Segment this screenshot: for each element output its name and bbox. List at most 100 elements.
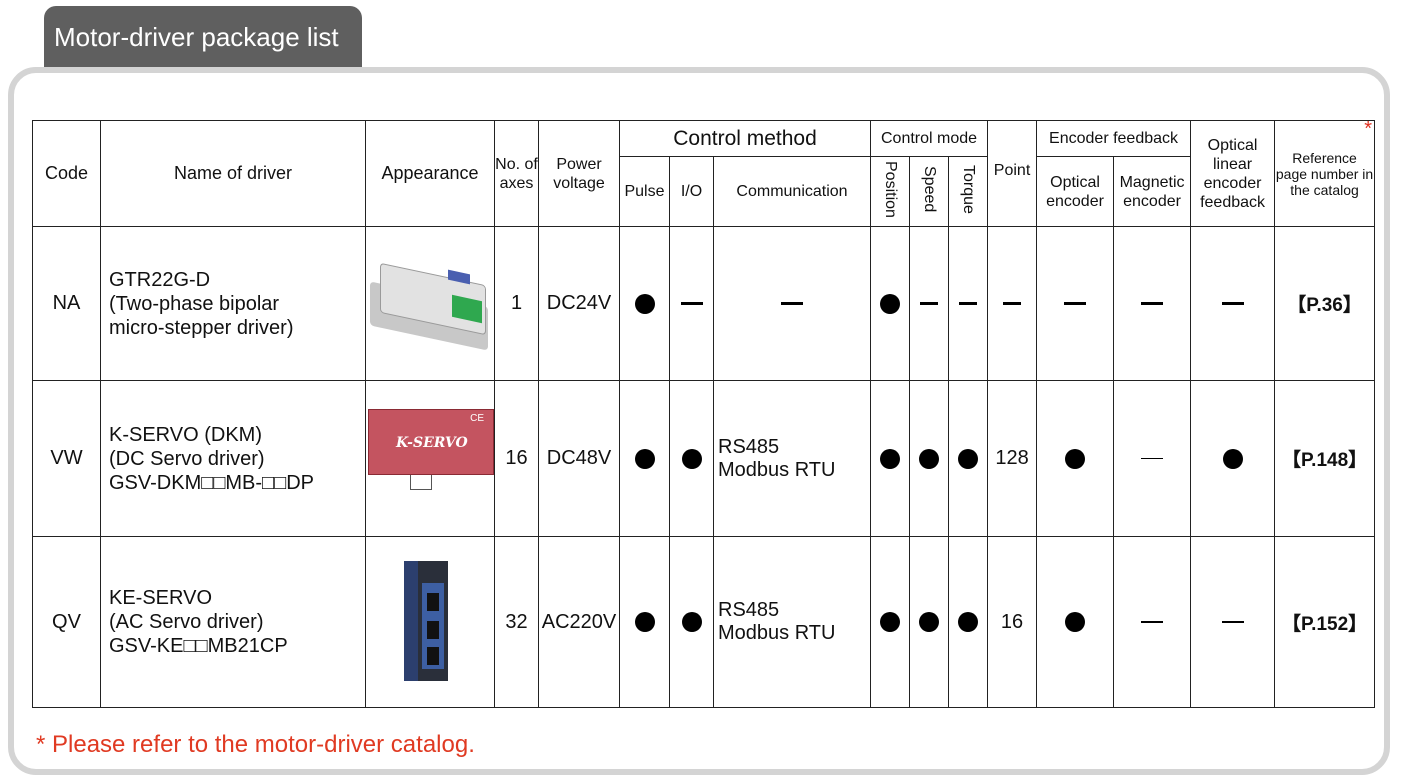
dash-icon (959, 302, 978, 306)
ce-mark-icon: CE (470, 412, 484, 424)
optical-linear-cell (1190, 536, 1276, 708)
header-magnetic-encoder: Magnetic encoder (1113, 156, 1192, 227)
header-control-mode: Control mode (870, 120, 989, 157)
section-title: Motor-driver package list (54, 22, 339, 52)
row-code: NA (32, 226, 101, 381)
reference-asterisk: * (1364, 118, 1373, 140)
dash-icon (920, 302, 939, 306)
optical-encoder-cell (1036, 226, 1115, 381)
header-row-2: Pulse I/O Communication Position Speed T… (33, 156, 1375, 227)
dash-icon (1221, 302, 1244, 306)
magnetic-encoder-cell (1113, 536, 1192, 708)
header-appearance: Appearance (365, 120, 495, 227)
io-cell (669, 536, 714, 708)
dash-icon (781, 302, 803, 306)
dc-servo-driver-image: CE K-SERVO (366, 407, 494, 511)
header-name: Name of driver (100, 120, 366, 227)
header-speed-cell: Speed (909, 156, 950, 227)
row-name-line: (DC Servo driver) (109, 447, 265, 470)
filled-dot-icon (1065, 448, 1086, 469)
table-row: VW K-SERVO (DKM) (DC Servo driver) GSV-D… (32, 380, 1376, 537)
header-row-1: Code Name of driver Appearance No. of ax… (32, 119, 1376, 227)
communication-line: RS485 (718, 599, 780, 621)
footnote: * Please refer to the motor-driver catal… (36, 731, 475, 758)
k-servo-logo: K-SERVO (396, 434, 468, 451)
row-reference: 【P.152】 (1274, 536, 1376, 708)
position-cell (870, 380, 911, 537)
filled-dot-icon (634, 448, 655, 469)
table-row: NA GTR22G-D (Two-phase bipolar micro-ste… (32, 226, 1376, 381)
header-axes: No. of axes (494, 120, 539, 227)
header-reference-text: Reference page number in the catalog (1275, 149, 1374, 198)
row-appearance (365, 536, 495, 708)
row-axes: 32 (494, 536, 539, 708)
filled-dot-icon (958, 448, 979, 469)
stepper-driver-image (366, 262, 496, 351)
dash-icon (1003, 302, 1022, 306)
row-name-line: micro-stepper driver) (109, 316, 294, 339)
header-code: Code (32, 120, 101, 227)
row-name-line: K-SERVO (DKM) (109, 423, 262, 446)
row-name-line: GSV-KE□□MB21CP (109, 635, 288, 657)
driver-table: Code Name of driver Appearance No. of ax… (32, 119, 1376, 708)
torque-cell (948, 536, 989, 708)
dash-icon (1064, 302, 1087, 306)
filled-dot-icon (634, 293, 655, 314)
row-name-line: GSV-DKM□□MB-□□DP (109, 471, 314, 494)
row-power: AC220V (538, 536, 620, 708)
position-cell (870, 536, 911, 708)
row-appearance: CE K-SERVO (365, 380, 495, 537)
dash-icon (1221, 621, 1244, 623)
pulse-cell (619, 536, 670, 708)
header-optical-encoder: Optical encoder (1036, 156, 1115, 227)
row-name: KE-SERVO (AC Servo driver) GSV-KE□□MB21C… (100, 536, 366, 708)
filled-dot-icon (880, 293, 901, 314)
header-power: Power voltage (538, 120, 620, 227)
row-point: 16 (987, 536, 1038, 708)
header-torque: Torque (960, 164, 978, 214)
filled-dot-icon (958, 612, 979, 633)
dash-icon (1141, 457, 1164, 460)
filled-dot-icon (634, 612, 655, 633)
header-position: Position (882, 160, 900, 218)
filled-dot-icon (880, 448, 901, 469)
pulse-cell (619, 380, 670, 537)
position-cell (870, 226, 911, 381)
speed-cell (909, 380, 950, 537)
header-encoder-feedback: Encoder feedback (1036, 120, 1192, 157)
magnetic-encoder-cell (1113, 226, 1192, 381)
header-communication: Communication (712, 156, 872, 227)
table-row: QV KE-SERVO (AC Servo driver) GSV-KE□□MB… (32, 536, 1376, 708)
filled-dot-icon (919, 448, 940, 469)
communication-cell (712, 226, 872, 381)
ac-servo-driver-image (400, 559, 460, 685)
filled-dot-icon (681, 612, 702, 633)
header-speed: Speed (921, 165, 939, 213)
communication-cell: RS485 Modbus RTU (712, 380, 872, 537)
header-reference: * Reference page number in the catalog (1274, 118, 1376, 227)
row-name-line: KE-SERVO (109, 587, 212, 609)
filled-dot-icon (681, 448, 702, 469)
communication-cell: RS485 Modbus RTU (712, 536, 872, 708)
point-cell (987, 226, 1038, 381)
optical-encoder-cell (1036, 380, 1115, 537)
section-tab: Motor-driver package list (44, 6, 362, 68)
optical-linear-cell (1190, 380, 1276, 537)
row-appearance (365, 226, 496, 381)
row-name: GTR22G-D (Two-phase bipolar micro-steppe… (100, 226, 366, 381)
filled-dot-icon (1222, 448, 1243, 469)
row-reference: 【P.148】 (1274, 380, 1376, 537)
row-code: VW (32, 380, 101, 537)
pulse-cell (619, 226, 670, 381)
header-pulse: Pulse (619, 156, 670, 227)
optical-linear-cell (1190, 226, 1276, 381)
dash-icon (680, 302, 703, 306)
header-optical-linear: Optical linear encoder feedback (1190, 120, 1276, 227)
row-power: DC24V (538, 226, 620, 381)
io-cell (669, 226, 714, 381)
torque-cell (948, 380, 989, 537)
header-control-method: Control method (618, 120, 872, 157)
header-torque-cell: Torque (948, 156, 989, 227)
communication-line: RS485 (718, 435, 780, 458)
speed-cell (909, 536, 950, 708)
